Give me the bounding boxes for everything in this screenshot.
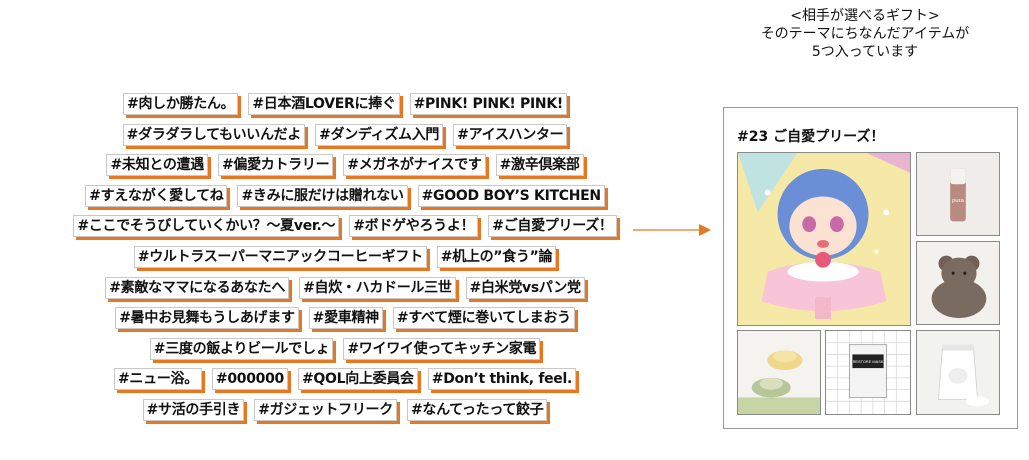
gift-card-title: #23 ご自愛プリーズ！	[737, 129, 885, 145]
tag-row: #サ活の手引き #ガジェットフリーク #なんてったって餃子	[30, 398, 660, 421]
tag-row: #すえながく愛してね #きみに服だけは贈れない #GOOD BOY’S KITCHE…	[30, 184, 660, 207]
hashtag-tag[interactable]: #激辛倶楽部	[495, 154, 584, 177]
hashtag-tag[interactable]: #GOOD BOY’S KITCHEN	[417, 184, 605, 207]
hashtag-tag[interactable]: #白米党vsパン党	[465, 276, 585, 299]
caption-line-1: <相手が選べるギフト>	[790, 8, 940, 24]
hashtag-tag[interactable]: #偏愛カトラリー	[217, 154, 334, 177]
hashtag-tag[interactable]: #肉しか勝たん。	[123, 93, 239, 115]
hashtag-tag[interactable]: #ニュー浴。	[113, 368, 202, 391]
hashtag-tag[interactable]: #自炊・ハカドール三世	[299, 276, 456, 299]
hashtag-tag[interactable]: #アイスハンター	[453, 123, 568, 146]
hashtag-tag[interactable]: #素敵なママになるあなたへ	[105, 276, 290, 299]
caption-line-2: そのテーマにちなんだアイテムが	[760, 26, 970, 42]
hashtag-tag[interactable]: #すべて煙に巻いてしまおう	[392, 307, 575, 330]
tag-row: #三度の飯よりビールでしょ #ワイワイ使ってキッチン家電	[30, 337, 660, 360]
hashtag-tag[interactable]: #Don’t think, feel.	[427, 368, 577, 391]
tag-row: #肉しか勝たん。 #日本酒LOVERに捧ぐ #PINK! PINK! PINK!	[30, 93, 660, 115]
hashtag-tag[interactable]: #日本酒LOVERに捧ぐ	[248, 93, 400, 115]
lip-balm-label: pura	[952, 198, 964, 204]
hashtag-tag[interactable]: #メガネがナイスです	[343, 154, 486, 177]
tag-row: #ウルトラスーパーマニアックコーヒーギフト #机上の”食う”論	[30, 245, 660, 268]
hashtag-tag[interactable]: #愛車精神	[308, 307, 383, 330]
arrow-right-icon	[633, 224, 711, 236]
plush-bear-image	[916, 241, 1000, 325]
hashtag-tag[interactable]: #ダンディズム入門	[315, 123, 444, 146]
bath-salt-image	[916, 330, 1000, 415]
hashtag-list: #肉しか勝たん。 #日本酒LOVERに捧ぐ #PINK! PINK! PINK! #ダ…	[30, 93, 660, 430]
hashtag-tag[interactable]: #なんてったって餃子	[406, 398, 548, 421]
gift-card[interactable]: #23 ご自愛プリーズ！ pura	[723, 107, 1018, 429]
hashtag-tag[interactable]: #ダラダラしてもいいんだよ	[122, 123, 306, 146]
tag-row: #暑中お見舞もうしあげます #愛車精神 #すべて煙に巻いてしまおう	[30, 307, 660, 330]
hashtag-tag[interactable]: #ボドゲやろうよ！	[349, 215, 479, 238]
tag-row: #素敵なママになるあなたへ #自炊・ハカドール三世 #白米党vsパン党	[30, 276, 660, 299]
caption-line-3: 5つ入っています	[811, 44, 919, 60]
hashtag-tag[interactable]: #すえながく愛してね	[85, 184, 228, 207]
hashtag-tag[interactable]: #サ活の手引き	[142, 398, 245, 421]
hashtag-tag[interactable]: #000000	[211, 368, 288, 391]
hashtag-tag[interactable]: #きみに服だけは贈れない	[237, 184, 408, 207]
hashtag-tag[interactable]: #暑中お見舞もうしあげます	[115, 307, 299, 330]
hashtag-tag[interactable]: #QOL向上委員会	[298, 368, 418, 391]
hashtag-tag[interactable]: #ウルトラスーパーマニアックコーヒーギフト	[133, 245, 427, 268]
lip-balm-image: pura	[916, 152, 1000, 236]
hashtag-tag[interactable]: #机上の”食う”論	[436, 245, 557, 268]
hashtag-tag[interactable]: #未知との遭遇	[106, 154, 208, 177]
gift-caption: <相手が選べるギフト> そのテーマにちなんだアイテムが 5つ入っています	[730, 7, 1000, 61]
hashtag-tag[interactable]: #ここでそうびしていくかい？～夏ver.～	[73, 215, 340, 238]
hashtag-tag[interactable]: #ガジェットフリーク	[254, 398, 397, 421]
hashtag-tag[interactable]: #三度の飯よりビールでしょ	[149, 337, 334, 360]
sheet-mask-label: RESTORE MASK	[853, 359, 884, 364]
tag-row: #ここでそうびしていくかい？～夏ver.～ #ボドゲやろうよ！ #ご自愛プリーズ！	[30, 215, 660, 238]
sheet-mask-image: RESTORE MASK	[825, 330, 911, 415]
pudding-image	[737, 330, 821, 415]
tag-row: #ニュー浴。 #000000 #QOL向上委員会 #Don’t think, feel…	[30, 368, 660, 391]
hashtag-tag[interactable]: #ワイワイ使ってキッチン家電	[343, 337, 541, 360]
tag-row: #ダラダラしてもいいんだよ #ダンディズム入門 #アイスハンター	[30, 123, 660, 146]
tag-row: #未知との遭遇 #偏愛カトラリー #メガネがナイスです #激辛倶楽部	[30, 154, 660, 177]
illustration-image	[737, 152, 911, 326]
hashtag-tag[interactable]: #PINK! PINK! PINK!	[409, 93, 567, 115]
hashtag-tag[interactable]: #ご自愛プリーズ！	[488, 215, 617, 238]
